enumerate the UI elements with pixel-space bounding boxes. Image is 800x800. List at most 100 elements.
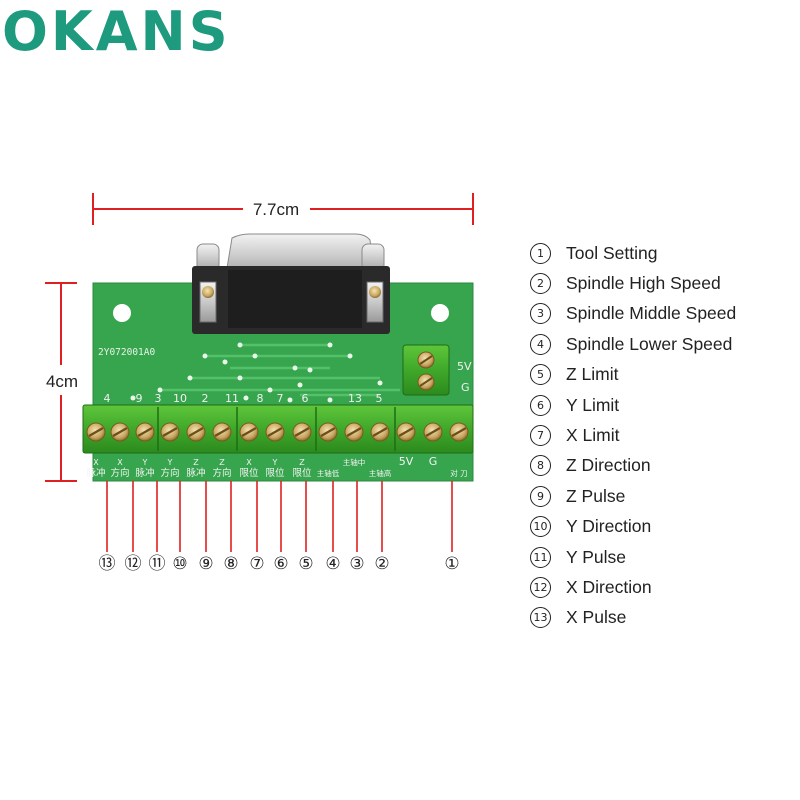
silk-label-top: X xyxy=(117,458,123,467)
silk-label-bottom: 限位 xyxy=(239,467,259,479)
pin-number: 7 xyxy=(277,392,284,405)
legend-label: X Limit xyxy=(566,425,620,446)
silk-label-top: Y xyxy=(167,458,173,467)
legend-label: Spindle Lower Speed xyxy=(566,333,733,354)
callout-number: ① xyxy=(444,554,459,574)
legend-item: 7 X Limit xyxy=(530,420,736,450)
legend-label: Z Direction xyxy=(566,455,651,476)
silk-label-top: 主轴中 xyxy=(343,457,366,467)
silk-label-bottom: 对 刀 xyxy=(450,468,467,478)
silk-label-bottom: 脉冲 xyxy=(186,467,205,479)
callout-number: ⑬ xyxy=(99,554,116,574)
legend-number: 9 xyxy=(530,485,551,507)
pin-number: 9 xyxy=(136,392,143,405)
height-dimension: 4cm xyxy=(45,282,78,482)
silk-label-bottom: 方向 xyxy=(160,467,179,479)
callout-number: ⑧ xyxy=(223,554,238,574)
silk-label-top: X xyxy=(93,458,99,467)
legend-item: 10 Y Direction xyxy=(530,512,736,542)
pin-number: 6 xyxy=(302,392,309,405)
width-label: 7.7cm xyxy=(253,200,299,219)
legend-number: 3 xyxy=(530,303,551,325)
callout-number: ⑪ xyxy=(149,554,166,574)
silk-label-top: Z xyxy=(193,458,199,467)
legend-number: 2 xyxy=(530,273,551,295)
legend-label: Y Limit xyxy=(566,394,620,415)
pin-number: 5 xyxy=(376,392,383,405)
power-label-5v: 5V xyxy=(457,360,472,373)
legend-item: 6 Y Limit xyxy=(530,390,736,420)
legend-item: 13 X Pulse xyxy=(530,603,736,633)
callout-number: ⑨ xyxy=(198,554,213,574)
legend-item: 1 Tool Setting xyxy=(530,238,736,268)
callout-number: ⑥ xyxy=(273,554,288,574)
pin-number: 8 xyxy=(257,392,264,405)
legend-item: 8 Z Direction xyxy=(530,451,736,481)
legend-label: X Pulse xyxy=(566,607,627,628)
callout-number: ③ xyxy=(349,554,364,574)
legend-label: Tool Setting xyxy=(566,242,658,263)
legend-number: 8 xyxy=(530,455,551,477)
power-terminal: 5V G xyxy=(402,344,472,396)
legend-label: Y Direction xyxy=(566,516,652,537)
brand-logo: OKANS xyxy=(2,0,231,60)
part-number: 2Y072001A0 xyxy=(98,347,155,358)
silk-label-bottom: 限位 xyxy=(265,467,285,479)
width-dimension: 7.7cm xyxy=(92,193,474,225)
legend-number: 11 xyxy=(530,546,551,568)
silk-label-top: Y xyxy=(142,458,148,467)
silk-label-top: G xyxy=(429,455,438,468)
silk-label-top: Y xyxy=(272,458,278,467)
callout-number: ⑤ xyxy=(298,554,313,574)
legend-number: 10 xyxy=(530,516,551,538)
callout-number: ⑫ xyxy=(125,554,142,574)
silk-label-bottom: 脉冲 xyxy=(135,467,154,479)
legend-number: 1 xyxy=(530,242,551,264)
silk-label-top: Z xyxy=(219,458,225,467)
legend-number: 13 xyxy=(530,607,551,629)
legend-label: Spindle Middle Speed xyxy=(566,303,737,324)
legend-item: 3 Spindle Middle Speed xyxy=(530,299,736,329)
db-connector xyxy=(192,233,390,334)
legend-number: 4 xyxy=(530,333,551,355)
silk-label-top: X xyxy=(246,458,252,467)
pin-number: 3 xyxy=(155,392,162,405)
pcb-vias xyxy=(130,342,383,403)
silk-label-bottom: 方向 xyxy=(110,467,129,479)
mount-hole-left xyxy=(113,304,131,322)
callout-number: ⑦ xyxy=(249,554,264,574)
pcb-traces xyxy=(160,343,400,397)
legend-number: 6 xyxy=(530,394,551,416)
silk-label-top: 5V xyxy=(399,455,414,468)
silk-label-bottom: 限位 xyxy=(292,467,312,479)
pin-number: 4 xyxy=(104,392,111,405)
silk-label-top: Z xyxy=(299,458,305,467)
power-label-g: G xyxy=(461,381,470,394)
silk-label-bottom: 方向 xyxy=(212,467,231,479)
brand-name: OKANS xyxy=(2,0,231,60)
callout-number: ④ xyxy=(325,554,340,574)
pin-number: 10 xyxy=(173,392,187,405)
callout-number: ② xyxy=(374,554,389,574)
legend-label: X Direction xyxy=(566,576,652,597)
legend-label: Y Pulse xyxy=(566,546,626,567)
silk-label-bottom: 主轴低 xyxy=(317,468,340,478)
legend-item: 4 Spindle Lower Speed xyxy=(530,329,736,359)
pin-number: 11 xyxy=(225,392,239,405)
mount-hole-right xyxy=(431,304,449,322)
legend-number: 7 xyxy=(530,425,551,447)
callout-number: ⑩ xyxy=(172,554,187,574)
legend-number: 5 xyxy=(530,364,551,386)
terminal-strip xyxy=(82,404,474,454)
pin-number: 13 xyxy=(348,392,362,405)
height-label: 4cm xyxy=(46,372,78,391)
